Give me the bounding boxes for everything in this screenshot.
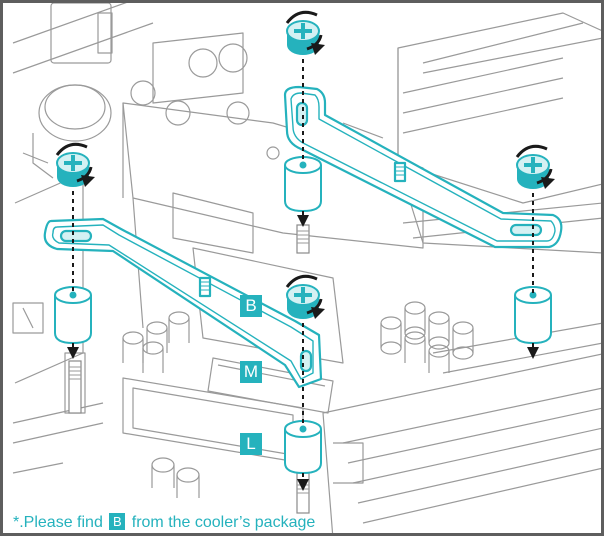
spacer-top [284, 156, 322, 213]
motherboard-illustration [12, 3, 601, 533]
package-note: *.Please find B from the cooler’s packag… [13, 513, 315, 533]
label-l: L [240, 433, 262, 455]
note-prefix: *.Please find [13, 514, 103, 531]
spacer-left [54, 286, 92, 345]
thumb-nut-icon [285, 274, 325, 319]
thumb-nut-icon [515, 144, 555, 189]
label-b: B [240, 295, 262, 317]
spacer-bottom [284, 420, 322, 475]
thumb-nuts [55, 10, 555, 319]
spacer-right [514, 286, 552, 345]
thumb-nut-icon [285, 10, 325, 55]
down-arrow-icon [67, 215, 539, 491]
note-tag: B [109, 513, 126, 530]
label-m: M [240, 361, 262, 383]
note-suffix: from the cooler’s package [131, 514, 316, 531]
guide-lines [72, 59, 534, 481]
thumb-nut-icon [55, 142, 95, 187]
